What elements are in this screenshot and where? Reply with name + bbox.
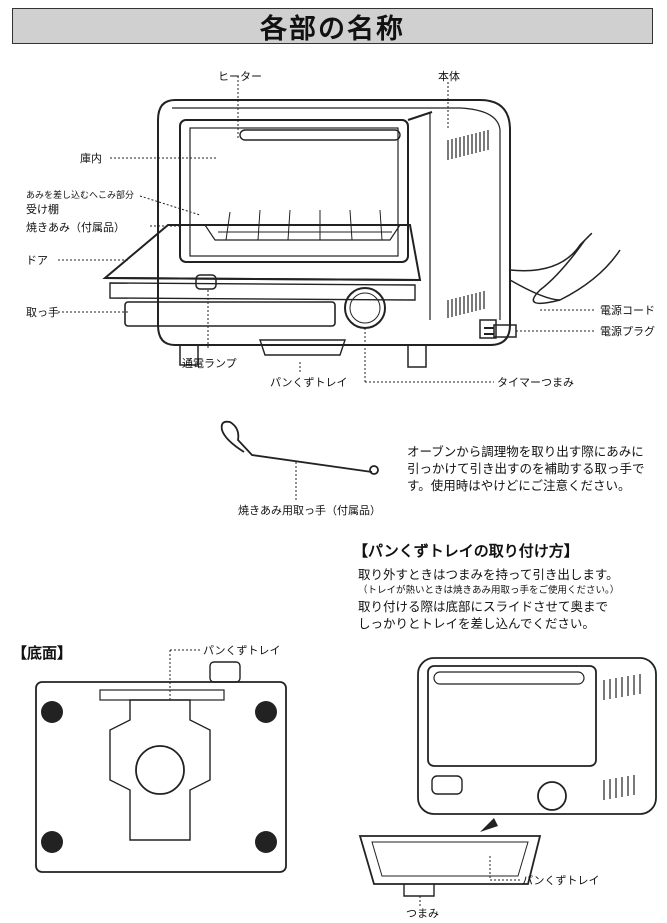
label-power-plug: 電源プラグ bbox=[600, 325, 655, 338]
tray-section-line1: 取り外すときはつまみを持って引き出します。 bbox=[358, 567, 619, 582]
tray-section-heading: 【パンくずトレイの取り付け方】 bbox=[353, 542, 579, 560]
label-door: ドア bbox=[26, 254, 48, 267]
install-crumb-tray-label: パンくずトレイ bbox=[522, 874, 600, 887]
tool-note-line3: す。使用時はやけどにご注意ください。 bbox=[407, 478, 631, 493]
page-title: 各部の名称 bbox=[12, 8, 653, 45]
label-rack-groove: あみを差し込むへこみ部分 bbox=[26, 191, 135, 201]
label-power-lamp: 通電ランプ bbox=[182, 357, 237, 370]
label-chamber: 庫内 bbox=[80, 152, 102, 165]
tray-section-line4: しっかりとトレイを差し込んでください。 bbox=[358, 616, 595, 631]
label-handle: 取っ手 bbox=[26, 306, 59, 319]
label-crumb-tray: パンくずトレイ bbox=[270, 376, 348, 389]
tray-section-line3: 取り付ける際は底部にスライドさせて奥まで bbox=[358, 599, 609, 614]
label-heater: ヒーター bbox=[218, 70, 262, 83]
tool-note-line2: 引っかけて引き出すのを補助する取っ手で bbox=[407, 461, 645, 476]
label-power-cord: 電源コード bbox=[600, 304, 655, 317]
bottom-section-heading: 【底面】 bbox=[12, 644, 73, 662]
tray-section-line2: （トレイが熱いときは焼きあみ用取っ手をご使用ください。） bbox=[358, 585, 620, 596]
label-grill-rack: 焼きあみ（付属品） bbox=[26, 221, 125, 234]
label-timer-knob: タイマーつまみ bbox=[497, 376, 574, 389]
label-rack-tool: 焼きあみ用取っ手（付属品） bbox=[238, 504, 381, 517]
install-knob-label: つまみ bbox=[406, 907, 439, 920]
label-rack-shelf: 受け棚 bbox=[26, 203, 59, 216]
tool-note-line1: オーブンから調理物を取り出す際にあみに bbox=[407, 444, 644, 459]
bottom-crumb-tray-label: パンくずトレイ bbox=[203, 644, 281, 657]
label-body: 本体 bbox=[438, 70, 460, 83]
